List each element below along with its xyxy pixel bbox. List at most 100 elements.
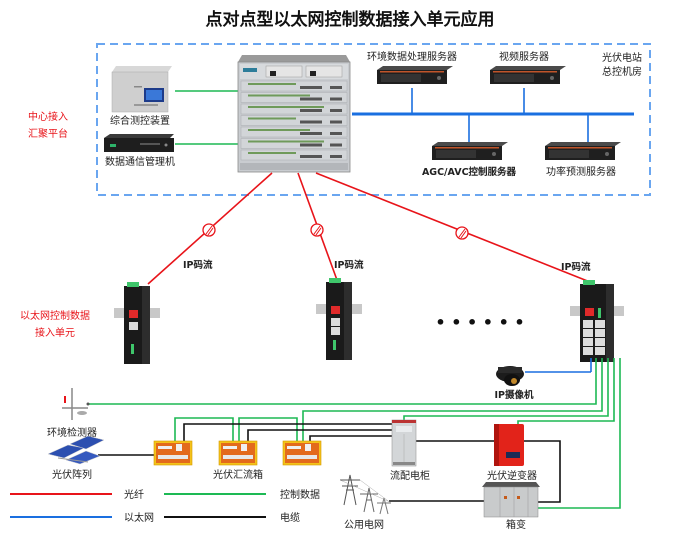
- combiner-breaker: [158, 446, 172, 449]
- agc-avc-server: [432, 142, 508, 160]
- combiner-terminal: [287, 455, 317, 459]
- io-terminal: [333, 340, 336, 350]
- server-top: [545, 142, 621, 146]
- server-top: [432, 142, 508, 146]
- ethernet-port: [583, 329, 593, 337]
- unit-heatsink: [142, 286, 150, 364]
- terminal-block: [127, 282, 139, 287]
- public-grid-towers: [339, 474, 392, 515]
- unit-heatsink: [344, 282, 352, 360]
- card-port-block: [300, 86, 322, 89]
- server-top: [490, 66, 566, 70]
- combiner-terminal: [158, 455, 188, 459]
- card-port-row: [248, 94, 310, 97]
- cable-combiner-1: [183, 423, 392, 441]
- card-port-row: [248, 106, 324, 108]
- access-unit-eight-port: [570, 280, 624, 362]
- video-server: [490, 66, 566, 84]
- integrated-monitor-label: 综合测控装置: [110, 114, 170, 127]
- env-detector-device: [62, 388, 90, 420]
- combiner-breaker: [287, 446, 301, 449]
- pv-inverter-device: [494, 424, 524, 466]
- card-port-block: [330, 155, 342, 158]
- server-stripe: [548, 147, 612, 149]
- public-grid-label: 公用电网: [344, 518, 384, 531]
- legend-label-ethernet: 以太网: [124, 511, 154, 524]
- access-unit-dual-port: [316, 278, 362, 360]
- fiber-port: [331, 306, 340, 314]
- card-port-block: [300, 97, 322, 101]
- server-power-button: [492, 152, 496, 156]
- control-room-label-2: 总控机房: [602, 65, 642, 78]
- ctrl-line-distribution-cabinet: [403, 358, 609, 422]
- server-drive-bays: [549, 150, 589, 158]
- legend-label-cable: 电缆: [280, 511, 300, 524]
- pv-combiner-box: [153, 440, 193, 466]
- combiner-breaker: [223, 446, 237, 449]
- ethernet-port: [583, 320, 593, 328]
- data-comm-manager-label: 数据通信管理机: [105, 155, 175, 168]
- server-top: [377, 66, 453, 70]
- server-drive-bays: [436, 150, 476, 158]
- switch-line-card: [240, 103, 348, 115]
- env-data-server: [377, 66, 453, 84]
- card-port-block: [300, 155, 322, 158]
- ethernet-port: [595, 347, 605, 355]
- ethernet-port: [595, 329, 605, 337]
- distribution-cabinet-device: [391, 419, 417, 467]
- server-stripe: [435, 147, 499, 149]
- switch-line-card: [240, 149, 348, 161]
- ethernet-port: [595, 320, 605, 328]
- terminal-block: [329, 278, 341, 283]
- combiner-terminal: [223, 455, 253, 459]
- hub-platform-label-1: 中心接入: [28, 110, 68, 123]
- cable-combiner-3: [309, 435, 392, 441]
- fiber-link-icon: [202, 223, 216, 237]
- video-server-label: 视频服务器: [499, 50, 549, 63]
- data-comm-manager-device: [104, 134, 174, 152]
- ethernet-port: [583, 338, 593, 346]
- env-detector-label: 环境检测器: [47, 426, 97, 439]
- switch-line-card: [240, 115, 348, 126]
- card-port-block: [300, 120, 322, 124]
- pv-array-label: 光伏阵列: [52, 468, 92, 481]
- ip-stream-label-2: IP码流: [334, 259, 364, 271]
- ctrl-line-box-transformer: [537, 358, 621, 509]
- server-drive-bays: [381, 74, 421, 82]
- fiber-link-icon: [310, 223, 324, 237]
- cable-cabinet-inverter-transformer: [416, 440, 561, 503]
- cable-combiner-2: [247, 429, 392, 441]
- legend-label-fiber: 光纤: [124, 488, 144, 501]
- fiber-port: [129, 310, 138, 318]
- ethernet-port: [331, 318, 340, 326]
- ctrl-line-inverter: [517, 358, 615, 426]
- card-port-row: [248, 140, 324, 143]
- card-port-block: [330, 109, 342, 112]
- legend-label-control-data: 控制数据: [280, 488, 320, 501]
- ethernet-port: [331, 327, 340, 335]
- fiber-port: [585, 308, 594, 316]
- server-power-button: [550, 76, 554, 80]
- fiber-link-unit-3: [315, 172, 591, 283]
- pv-array-device: [47, 435, 105, 465]
- unit-heatsink: [606, 284, 614, 362]
- ctrl-line-env-detector: [88, 358, 597, 405]
- combiner-meter: [241, 444, 247, 451]
- pv-inverter-label: 光伏逆变器: [487, 469, 537, 482]
- server-drive-bays: [494, 74, 534, 82]
- power-forecast-server: [545, 142, 621, 160]
- diagram-title: 点对点型以太网控制数据接入单元应用: [206, 9, 495, 30]
- ip-camera-label: IP摄像机: [495, 389, 534, 401]
- power-forecast-server-label: 功率预测服务器: [546, 165, 616, 178]
- agc-avc-server-label: AGC/AVC控制服务器: [422, 166, 517, 178]
- pv-combiner-box: [282, 440, 322, 466]
- io-terminal: [598, 308, 601, 318]
- card-port-row: [248, 152, 296, 154]
- ip-stream-label-1: IP码流: [183, 259, 213, 271]
- control-room-boundary: [96, 43, 651, 196]
- switch-line-card: [240, 92, 348, 103]
- access-unit-side-label-2: 接入单元: [35, 326, 75, 339]
- more-units-ellipsis: • • • • • •: [435, 313, 524, 332]
- terminal-block: [583, 280, 595, 285]
